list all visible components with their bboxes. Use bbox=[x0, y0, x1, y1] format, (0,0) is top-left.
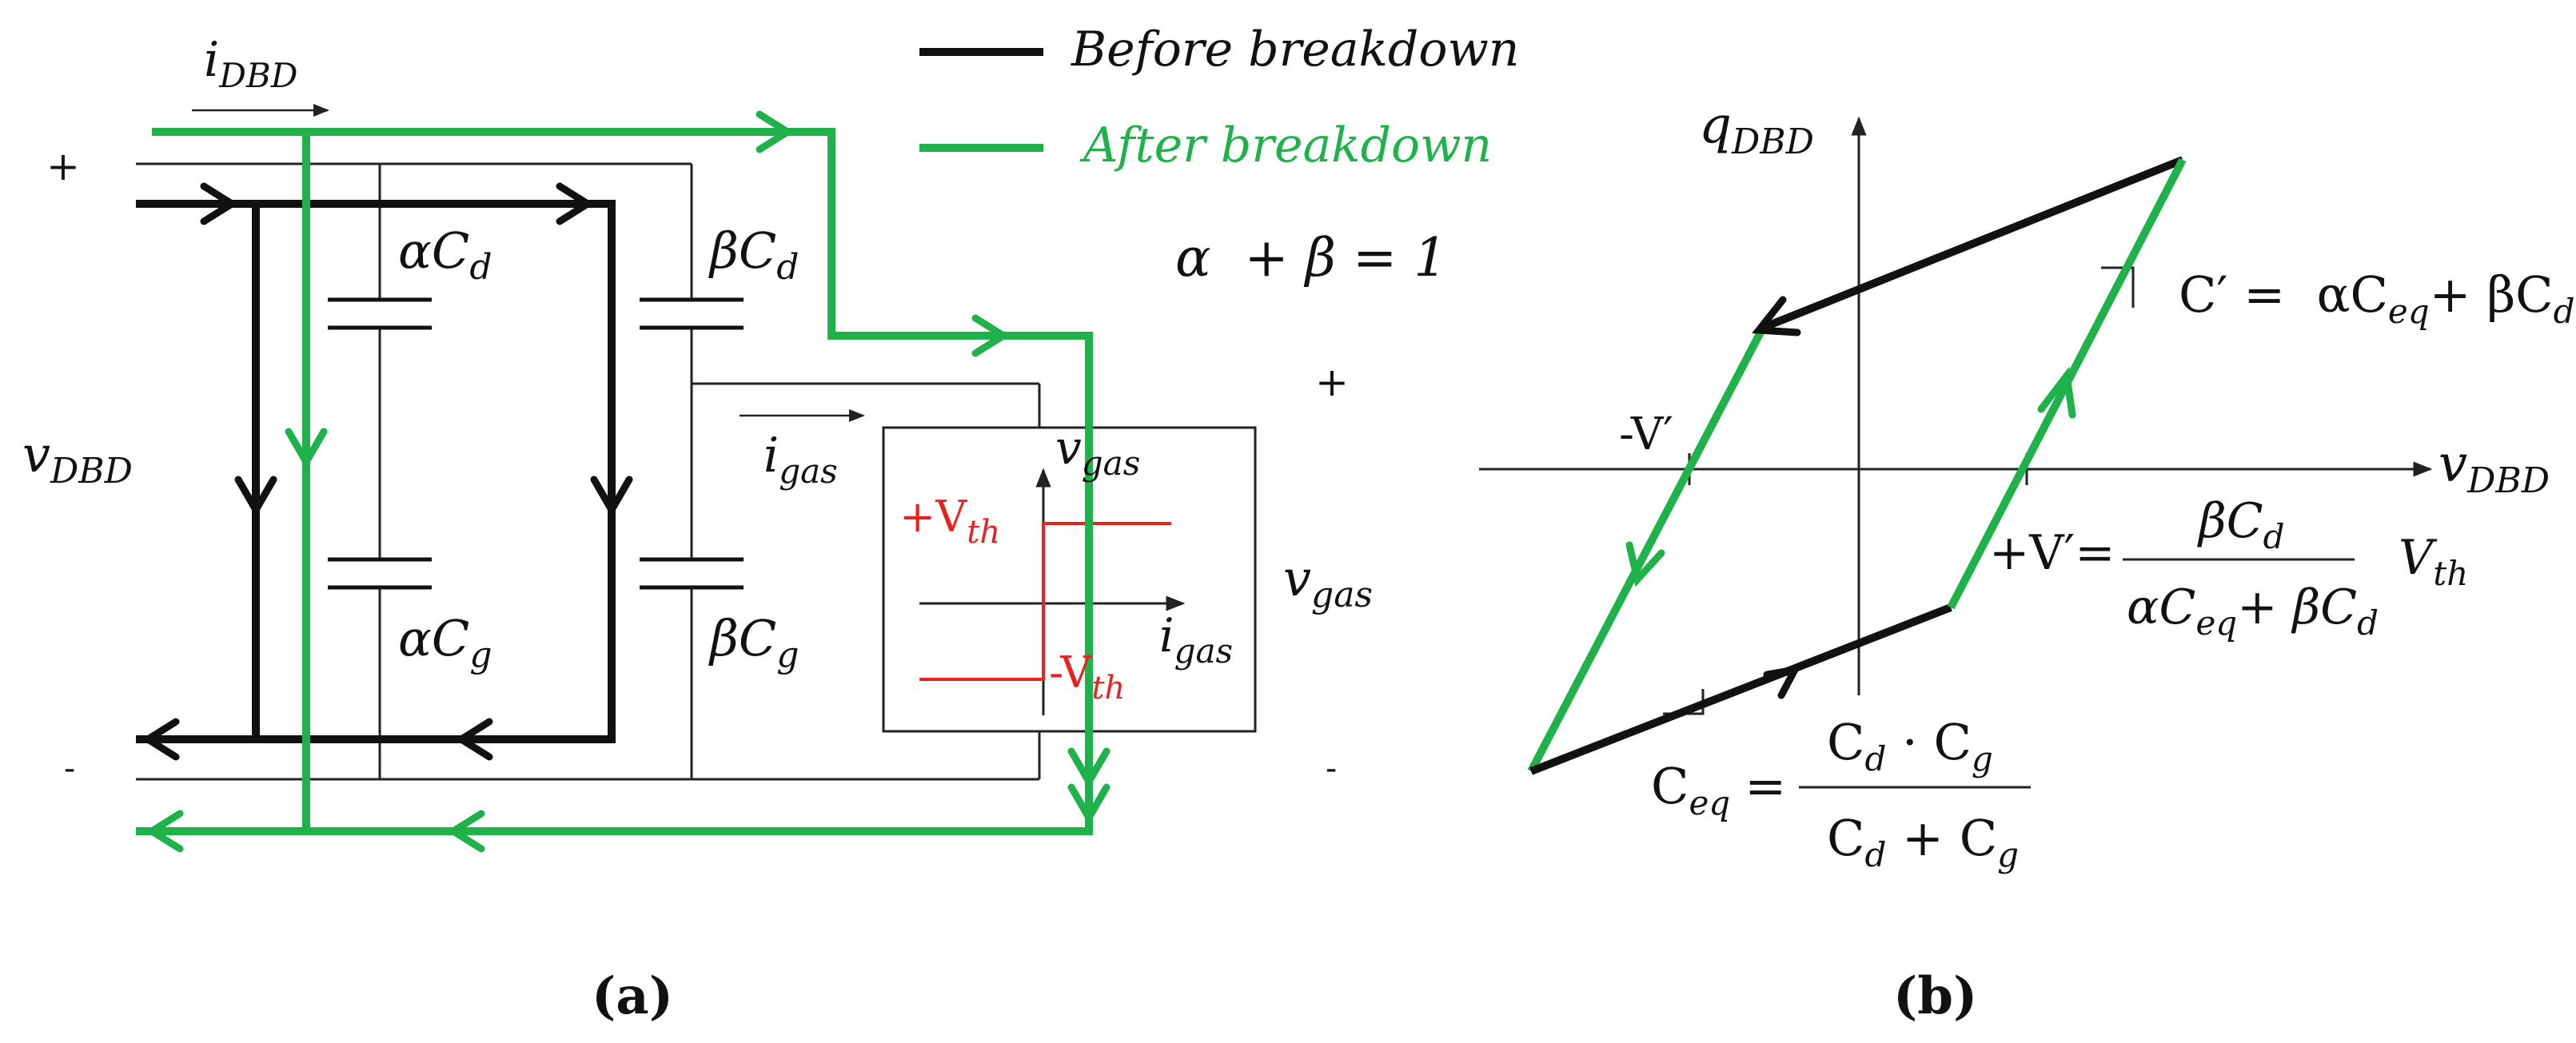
before-breakdown-path bbox=[136, 200, 616, 743]
ceq-formula: Ceq= Cd · Cg Cd + Cg bbox=[1651, 713, 2031, 874]
alpha-cg-label: αCg bbox=[398, 609, 492, 675]
alpha-beta-identity: α + β = 1 bbox=[1175, 227, 1447, 289]
pos-intercept-label: +V′= bbox=[1989, 525, 2115, 581]
legend-before-label: Before breakdown bbox=[1071, 22, 1519, 78]
pos-intercept-formula: +V′= βCd αCeq+ βCd Vth bbox=[1989, 493, 2468, 643]
legend: Before breakdown After breakdown bbox=[919, 22, 1519, 173]
qv-loop bbox=[1527, 156, 2187, 775]
loop-left-segment bbox=[1527, 325, 1767, 774]
legend-after-label: After breakdown bbox=[1079, 117, 1492, 173]
loop-bottom-segment bbox=[1529, 603, 1952, 775]
alpha-cd-label: αCd bbox=[398, 221, 492, 288]
inset-plus-vth-label: +Vth bbox=[899, 492, 1000, 551]
minus-right: - bbox=[1326, 748, 1337, 787]
panel-a-label: (a) bbox=[592, 966, 673, 1026]
v-dbd-axis-label: vDBD bbox=[2438, 435, 2550, 501]
inset-v-gas-label: vgas bbox=[1055, 420, 1140, 483]
slope-markers bbox=[1663, 266, 2135, 715]
beta-cg-label: βCg bbox=[708, 609, 799, 675]
inset-minus-vth-label: -Vth bbox=[1049, 647, 1125, 707]
i-gas-label: igas bbox=[764, 428, 838, 491]
ceq-numerator: Cd · Cg bbox=[1827, 713, 1993, 778]
qv-diagram: qDBD vDBD -V′ C′ = αCeq+ βCd +V′= βCd αC… bbox=[1479, 96, 2575, 874]
after-breakdown-path bbox=[136, 128, 1093, 835]
ceq-lhs: Ceq= bbox=[1651, 757, 1786, 822]
loop-top-segment bbox=[1761, 156, 2184, 332]
gas-threshold-characteristic bbox=[919, 522, 1171, 681]
q-dbd-label: qDBD bbox=[1699, 96, 1814, 162]
v-gas-right-label: vgas bbox=[1283, 549, 1373, 615]
pos-intercept-vth: Vth bbox=[2399, 530, 2468, 593]
circuit-diagram: iDBD + - vDBD αCd αCg βCd βCg α + β = 1 … bbox=[22, 32, 1447, 853]
v-dbd-label: vDBD bbox=[22, 425, 133, 492]
capacitor-beta-cd bbox=[640, 297, 744, 330]
capacitor-beta-cg bbox=[640, 557, 744, 590]
minus-terminal: - bbox=[64, 748, 75, 787]
pos-intercept-numerator: βCd bbox=[2197, 493, 2285, 556]
qv-loop-arrows bbox=[1625, 296, 2076, 699]
after-breakdown-arrows bbox=[145, 110, 1111, 853]
cprime-formula: C′ = αCeq+ βCd bbox=[2179, 265, 2575, 331]
i-dbd-label: iDBD bbox=[204, 32, 297, 95]
beta-cd-label: βCd bbox=[708, 221, 799, 288]
plus-terminal: + bbox=[46, 143, 80, 189]
ceq-denominator: Cd + Cg bbox=[1827, 809, 2019, 874]
plus-right: + bbox=[1315, 359, 1349, 405]
neg-intercept-label: -V′ bbox=[1619, 408, 1673, 460]
inset-i-gas-label: igas bbox=[1159, 608, 1233, 671]
pos-intercept-denominator: αCeq+ βCd bbox=[2127, 579, 2379, 643]
capacitor-alpha-cg bbox=[328, 557, 432, 590]
panel-b-label: (b) bbox=[1893, 966, 1977, 1026]
capacitor-alpha-cd bbox=[328, 297, 432, 330]
before-breakdown-arrows bbox=[141, 182, 633, 761]
circuit-wires bbox=[136, 162, 1041, 781]
